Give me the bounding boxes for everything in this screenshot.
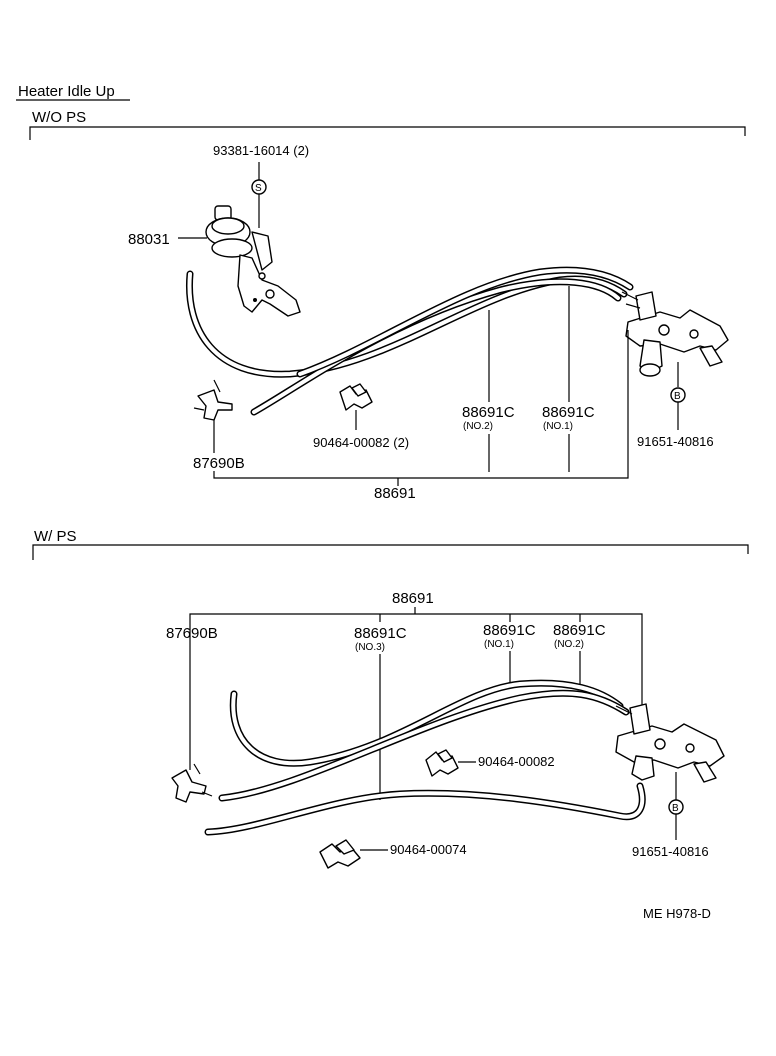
- section-without-ps: W/O PS 93381-16014 (2) S 88031: [29, 109, 746, 502]
- label-hose-88691c-no1: 88691C: [542, 404, 595, 421]
- hose-bundle-w-ps: [204, 679, 646, 836]
- label-bolt-93381: 93381-16014 (2): [213, 143, 309, 158]
- label-hose-88691c-no2-ps: 88691C: [553, 622, 606, 639]
- section-heading-wo-ps: W/O PS: [32, 109, 86, 126]
- actuator-icon: [205, 205, 301, 317]
- tee-connector-icon: [193, 379, 233, 421]
- set-bracket-88691-ps: [189, 613, 643, 770]
- s-marker-letter: S: [255, 183, 262, 194]
- label-hose-no3-sub: (NO.3): [355, 642, 385, 653]
- label-hose-set-88691-ps: 88691: [392, 590, 434, 607]
- vsv-bracket-icon: [621, 291, 729, 377]
- section-heading-w-ps: W/ PS: [34, 528, 77, 545]
- vsv-bracket-ps-icon: [615, 703, 725, 783]
- b-marker-ps-letter: B: [672, 803, 679, 814]
- section-with-ps: W/ PS 88691 87690B 88691C (NO.3) 88691C …: [32, 528, 749, 869]
- page-title: Heater Idle Up: [18, 83, 115, 100]
- label-hose-88691c-no2: 88691C: [462, 404, 515, 421]
- clamp-icon: [339, 383, 373, 411]
- label-hose-no2-sub: (NO.2): [463, 421, 493, 432]
- label-vsv-bolt-91651-ps: 91651-40816: [632, 844, 709, 859]
- label-actuator-88031: 88031: [128, 231, 170, 248]
- label-clamp-90464-00082: 90464-00082 (2): [313, 435, 409, 450]
- doc-code: ME H978-D: [643, 906, 711, 921]
- label-hose-no2-ps-sub: (NO.2): [554, 639, 584, 650]
- hose-bundle-wo-ps: [185, 266, 634, 416]
- label-hose-88691c-no1-ps: 88691C: [483, 622, 536, 639]
- label-tee-87690b: 87690B: [193, 455, 245, 472]
- label-clamp-90464-00074: 90464-00074: [390, 842, 467, 857]
- b-marker-letter: B: [674, 391, 681, 402]
- section-bracket-wo-ps: [29, 126, 746, 140]
- label-clamp-90464-00082-ps: 90464-00082: [478, 754, 555, 769]
- clamp-00074-icon: [319, 839, 361, 869]
- label-vsv-bolt-91651: 91651-40816: [637, 434, 714, 449]
- clamp-00082-icon: [425, 749, 459, 777]
- label-tee-87690b-ps: 87690B: [166, 625, 218, 642]
- section-bracket-w-ps: [32, 544, 749, 560]
- label-hose-no1-ps-sub: (NO.1): [484, 639, 514, 650]
- tee-connector-ps-icon: [171, 763, 213, 803]
- label-hose-no1-sub: (NO.1): [543, 421, 573, 432]
- label-hose-set-88691: 88691: [374, 485, 416, 502]
- set-bracket-88691: [213, 330, 629, 479]
- label-hose-88691c-no3: 88691C: [354, 625, 407, 642]
